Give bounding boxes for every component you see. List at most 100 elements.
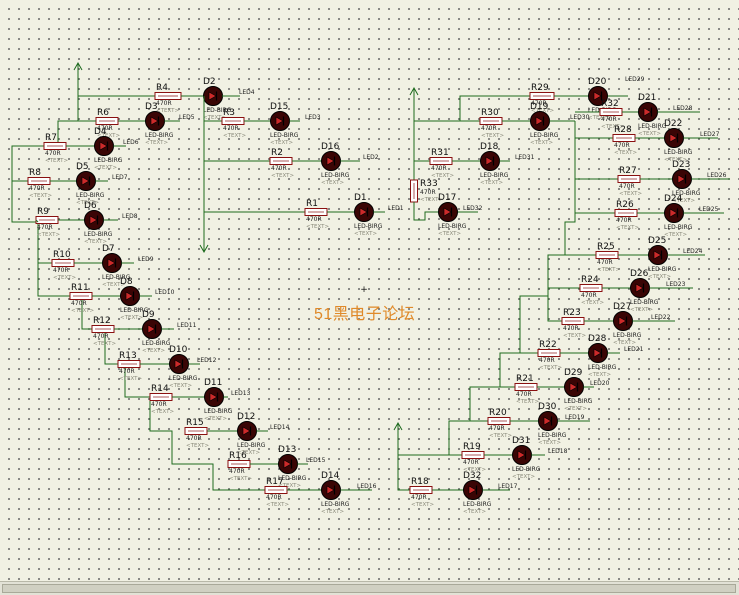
text-placeholder: <TEXT>	[411, 502, 434, 508]
led-model: LED-BIRG	[203, 107, 232, 114]
resistor-r33	[410, 179, 418, 203]
led-d4	[94, 136, 114, 156]
resistor-r28	[612, 134, 636, 142]
resistor-value: 470R	[614, 142, 630, 149]
led-model: LED-BIRG	[538, 432, 567, 439]
text-placeholder: <TEXT>	[94, 165, 117, 171]
led-label: D31	[512, 436, 530, 446]
net-label: LED23	[666, 281, 686, 288]
wire	[37, 222, 52, 264]
led-label: D13	[278, 445, 296, 455]
schematic-drawing: R6470R<TEXT>D3LED-BIRG<TEXT>LED5R4470R<T…	[11, 61, 730, 515]
led-d30	[538, 411, 558, 431]
text-placeholder: <TEXT>	[223, 133, 246, 139]
resistor-label: R10	[53, 250, 71, 260]
text-placeholder: <TEXT>	[531, 108, 554, 114]
resistor-label: R16	[229, 451, 247, 461]
text-placeholder: <TEXT>	[321, 509, 344, 515]
resistor-label: R25	[597, 242, 615, 252]
led-anode	[242, 426, 251, 436]
led-label: D26	[630, 269, 649, 279]
led-d6	[84, 210, 104, 230]
resistor-value: 470R	[97, 125, 113, 132]
led-model: LED-BIRG	[588, 364, 617, 371]
text-placeholder: <TEXT>	[438, 231, 461, 237]
led-anode	[150, 116, 159, 126]
text-placeholder: <TEXT>	[53, 275, 76, 281]
led-anode	[326, 156, 335, 166]
led-model: LED-BIRG	[94, 157, 123, 164]
led-d26	[630, 278, 650, 298]
resistor-value: 470R	[581, 292, 597, 299]
resistor-r15	[184, 427, 208, 435]
resistor-r26	[614, 209, 638, 217]
led-label: D5	[76, 162, 89, 172]
resistor-value: 470R	[119, 368, 135, 375]
text-placeholder: <TEXT>	[420, 197, 443, 203]
led-anode	[669, 133, 678, 143]
led-model: LED-BIRG	[142, 340, 171, 347]
led-d2	[203, 86, 223, 106]
led-anode	[593, 91, 602, 101]
led-d16	[321, 151, 341, 171]
resistor-r17	[264, 486, 288, 494]
led-anode	[669, 208, 678, 218]
horizontal-scrollbar[interactable]	[0, 581, 739, 595]
text-placeholder: <TEXT>	[29, 193, 52, 199]
resistor-r3	[221, 117, 245, 125]
resistor-value: 470R	[156, 100, 172, 107]
led-anode	[485, 156, 494, 166]
resistor-label: R23	[563, 308, 581, 318]
resistor-label: R4	[156, 83, 168, 93]
led-d3	[145, 111, 165, 131]
led-model: LED-BIRG	[84, 231, 113, 238]
resistor-value: 470R	[93, 333, 109, 340]
led-anode	[359, 207, 368, 217]
led-anode	[326, 485, 335, 495]
resistor-r30	[479, 117, 503, 125]
text-placeholder: <TEXT>	[97, 133, 120, 139]
led-anode	[81, 176, 90, 186]
text-placeholder: <TEXT>	[588, 115, 611, 121]
led-label: D29	[564, 368, 583, 378]
led-model: LED-BIRG	[145, 132, 174, 139]
resistor-value: 470R	[463, 459, 479, 466]
text-placeholder: <TEXT>	[203, 115, 226, 121]
led-label: D21	[638, 93, 656, 103]
led-anode	[283, 459, 292, 469]
resistor-label: R30	[481, 108, 499, 118]
led-model: LED-BIRG	[480, 172, 509, 179]
text-placeholder: <TEXT>	[564, 406, 587, 412]
led-d20	[588, 86, 608, 106]
resistor-value: 470R	[37, 224, 53, 231]
resistor-value: 470R	[489, 425, 505, 432]
led-d14	[321, 480, 341, 500]
resistor-value: 470R	[616, 217, 632, 224]
led-label: D12	[237, 412, 255, 422]
led-model: LED-BIRG	[102, 274, 131, 281]
resistor-label: R1	[306, 199, 318, 209]
led-anode	[125, 291, 134, 301]
led-d28	[588, 343, 608, 363]
led-d22	[664, 128, 684, 148]
text-placeholder: <TEXT>	[630, 307, 653, 313]
resistor-r2	[269, 157, 293, 165]
resistor-r23	[561, 317, 585, 325]
led-label: D8	[120, 277, 133, 287]
scrollbar-thumb[interactable]	[2, 584, 736, 593]
led-model: LED-BIRG	[278, 475, 307, 482]
led-anode	[468, 485, 477, 495]
resistor-value: 470R	[597, 259, 613, 266]
text-placeholder: <TEXT>	[271, 173, 294, 179]
net-label: LED28	[673, 105, 693, 112]
led-d25	[648, 245, 668, 265]
text-placeholder: <TEXT>	[145, 140, 168, 146]
led-anode	[643, 107, 652, 117]
resistor-r10	[51, 259, 75, 267]
led-d29	[564, 377, 584, 397]
resistor-value: 470R	[53, 267, 69, 274]
led-model: LED-BIRG	[672, 190, 701, 197]
net-label: LED3	[305, 114, 321, 121]
wire	[11, 120, 265, 491]
